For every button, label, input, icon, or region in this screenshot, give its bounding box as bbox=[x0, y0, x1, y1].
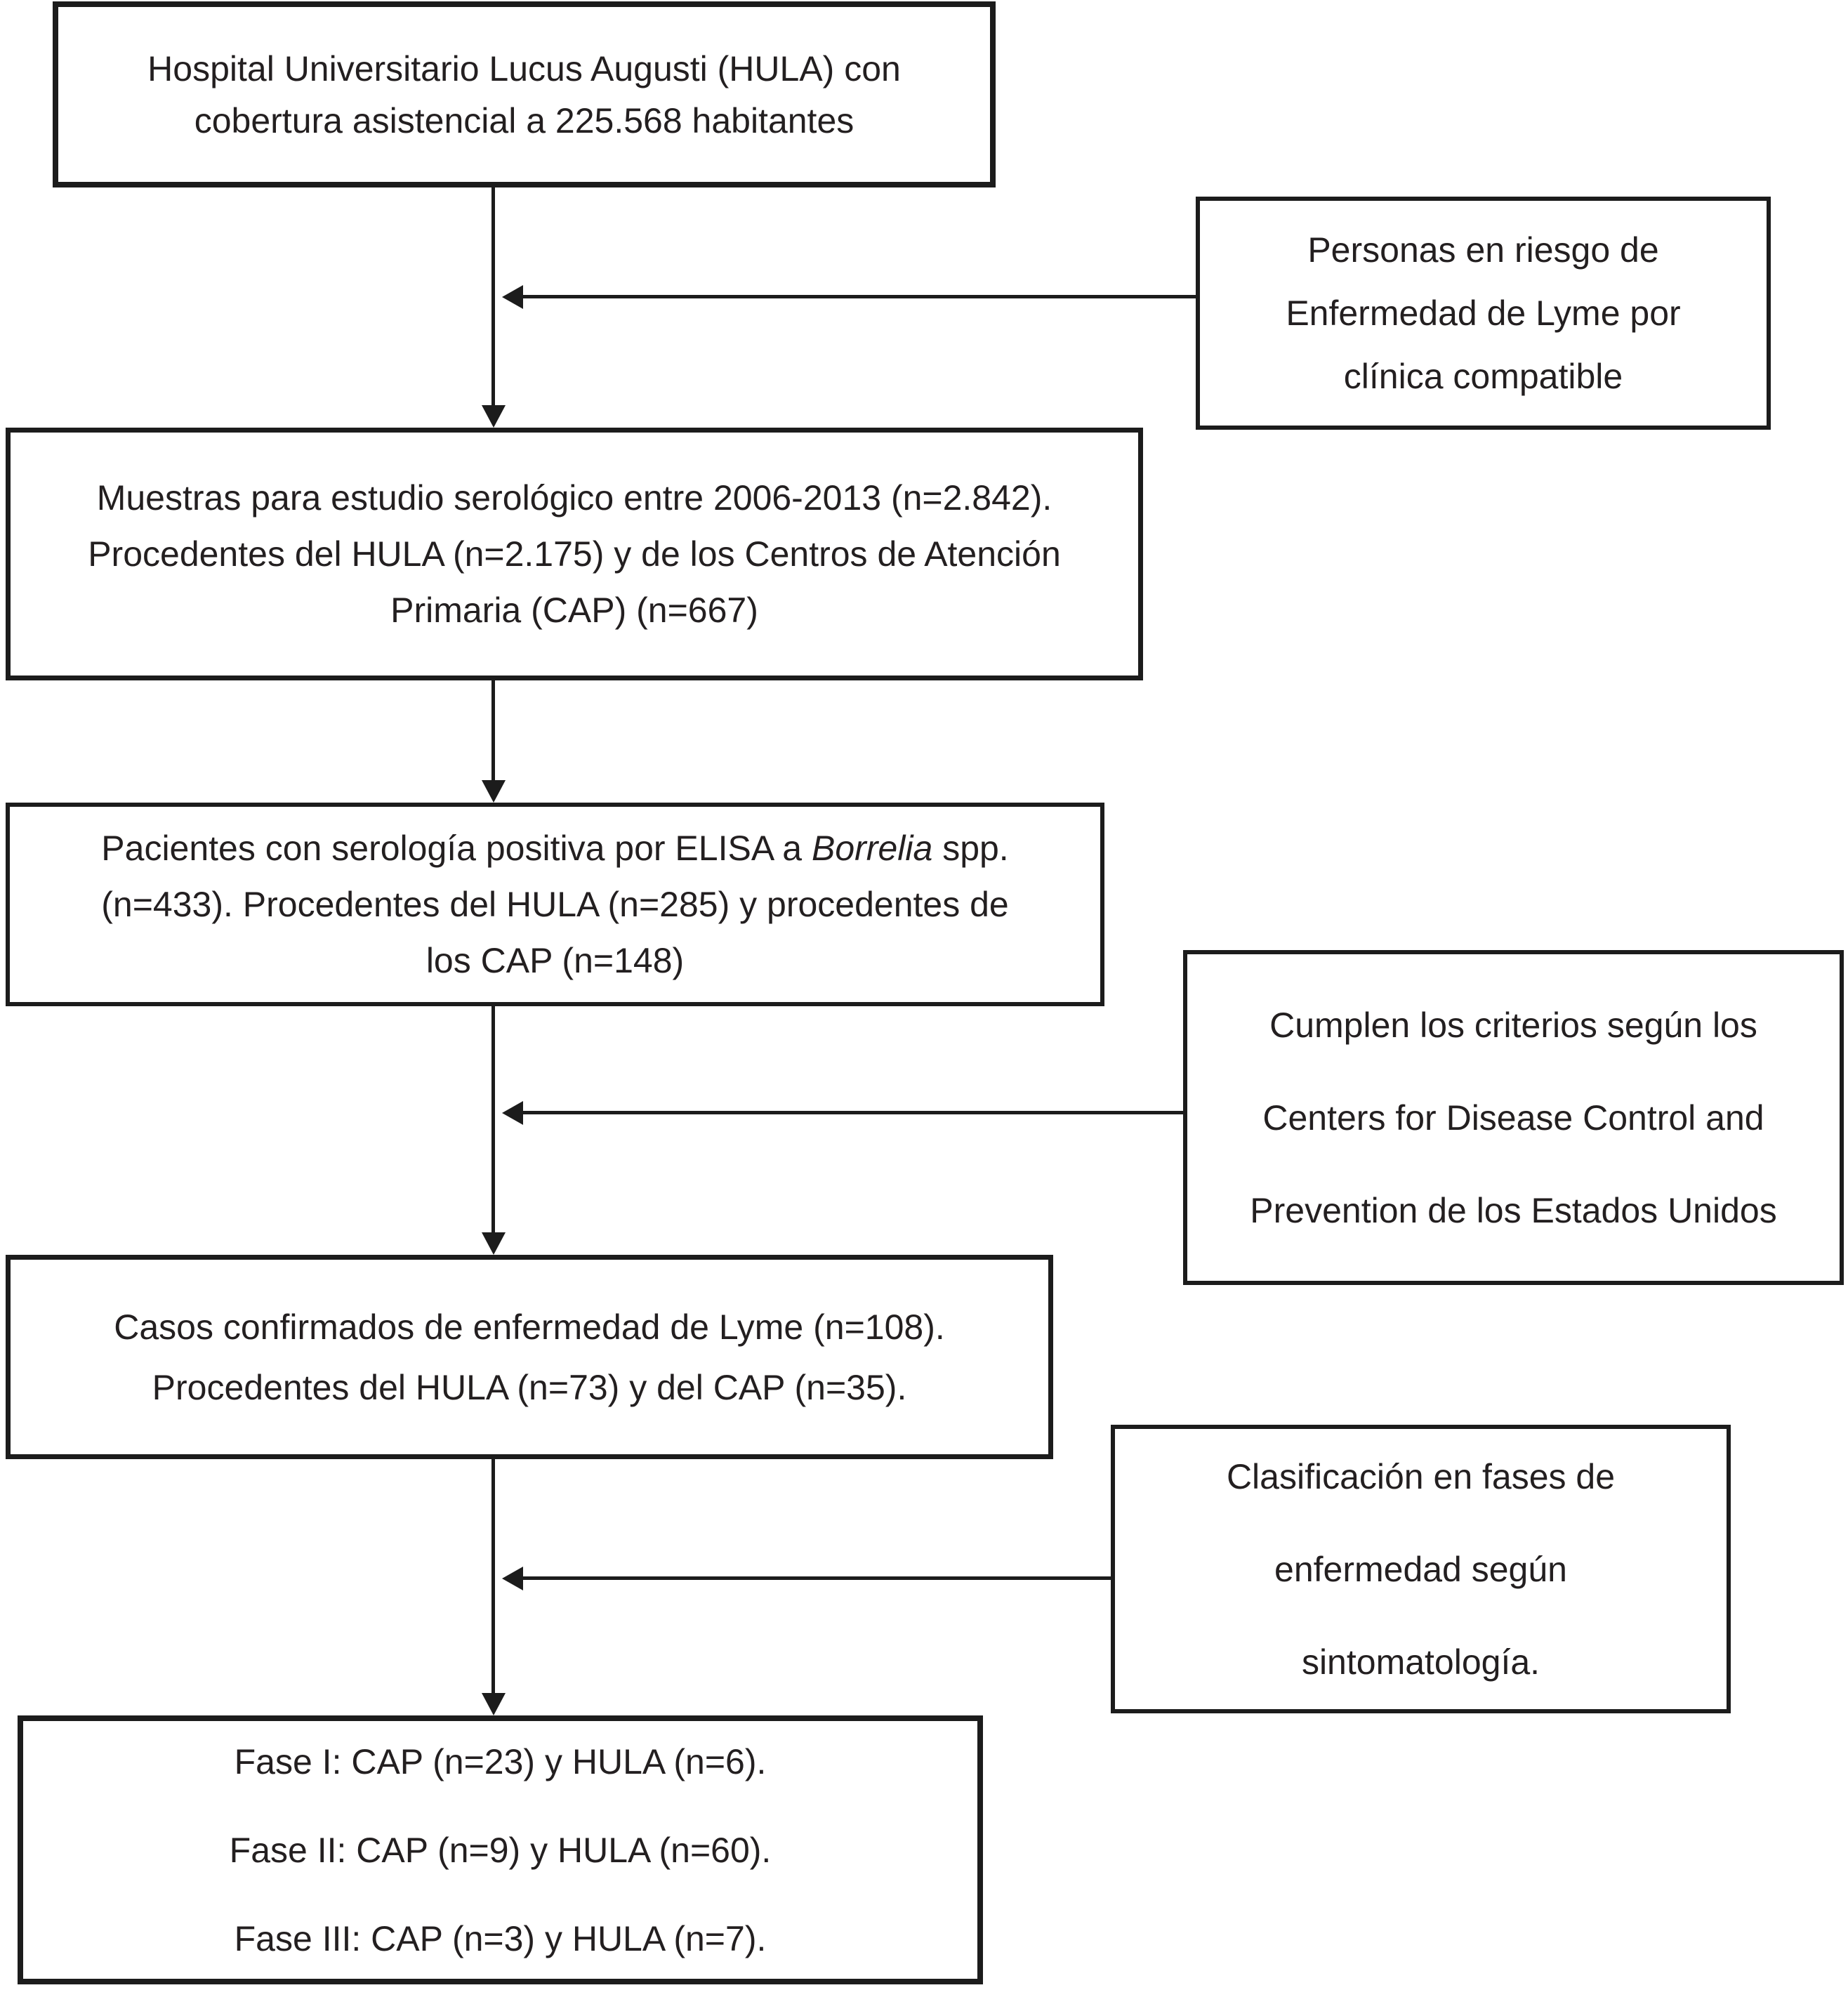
box-classification: Clasificación en fases de enfermedad seg… bbox=[1111, 1425, 1731, 1713]
box-persons-at-risk: Personas en riesgo de Enfermedad de Lyme… bbox=[1196, 197, 1771, 430]
arrow-down-1-shaft bbox=[491, 187, 495, 407]
box-classification-line: enfermedad según bbox=[1274, 1549, 1567, 1589]
box-elisa-positive-line: Pacientes con serología positiva por ELI… bbox=[101, 820, 1008, 876]
box-samples-line: Procedentes del HULA (n=2.175) y de los … bbox=[88, 534, 1061, 574]
box-phases-line: Fase II: CAP (n=9) y HULA (n=60). bbox=[229, 1830, 772, 1870]
box-confirmed-cases-line: Casos confirmados de enfermedad de Lyme … bbox=[114, 1307, 945, 1347]
box-persons-at-risk-line: clínica compatible bbox=[1343, 357, 1623, 396]
arrowhead-down-icon bbox=[482, 1232, 506, 1255]
box-confirmed-cases-line: Procedentes del HULA (n=73) y del CAP (n… bbox=[152, 1367, 907, 1407]
box-phases-line: Fase I: CAP (n=23) y HULA (n=6). bbox=[234, 1741, 767, 1781]
arrow-left-1-shaft bbox=[523, 295, 1196, 298]
borrelia-italic-text: Borrelia bbox=[812, 829, 933, 868]
arrow-down-2-shaft bbox=[491, 680, 495, 782]
arrow-down-4-shaft bbox=[491, 1459, 495, 1694]
arrow-down-3-shaft bbox=[491, 1006, 495, 1234]
box-samples-line: Primaria (CAP) (n=667) bbox=[390, 591, 758, 630]
box-hospital-line: cobertura asistencial a 225.568 habitant… bbox=[194, 100, 854, 140]
arrowhead-left-icon bbox=[502, 285, 523, 309]
box-persons-at-risk-line: Enfermedad de Lyme por bbox=[1286, 294, 1681, 333]
box-classification-line: sintomatología. bbox=[1301, 1642, 1540, 1682]
arrowhead-down-icon bbox=[482, 1693, 506, 1715]
box-samples-line: Muestras para estudio serológico entre 2… bbox=[96, 478, 1052, 518]
box-samples: Muestras para estudio serológico entre 2… bbox=[6, 428, 1143, 680]
arrow-left-2-shaft bbox=[523, 1111, 1183, 1114]
arrowhead-left-icon bbox=[502, 1567, 523, 1590]
box-cdc-criteria-line: Centers for Disease Control and bbox=[1262, 1098, 1764, 1138]
box-elisa-positive-line1-pre: Pacientes con serología positiva por ELI… bbox=[101, 829, 812, 868]
arrowhead-left-icon bbox=[502, 1101, 523, 1125]
box-confirmed-cases: Casos confirmados de enfermedad de Lyme … bbox=[6, 1255, 1053, 1459]
box-elisa-positive-line: los CAP (n=148) bbox=[425, 941, 685, 980]
box-hospital: Hospital Universitario Lucus Augusti (HU… bbox=[53, 1, 996, 187]
box-persons-at-risk-line: Personas en riesgo de bbox=[1307, 230, 1659, 270]
box-cdc-criteria-line: Cumplen los criterios según los bbox=[1269, 1005, 1757, 1045]
box-elisa-positive-line1-post: spp. bbox=[932, 829, 1009, 868]
box-phases-line: Fase III: CAP (n=3) y HULA (n=7). bbox=[234, 1918, 767, 1958]
arrow-left-3-shaft bbox=[523, 1576, 1111, 1580]
box-classification-line: Clasificación en fases de bbox=[1226, 1456, 1616, 1496]
box-elisa-positive: Pacientes con serología positiva por ELI… bbox=[6, 803, 1104, 1006]
box-elisa-positive-line: (n=433). Procedentes del HULA (n=285) y … bbox=[101, 885, 1009, 924]
box-phases: Fase I: CAP (n=23) y HULA (n=6). Fase II… bbox=[18, 1715, 983, 1984]
arrowhead-down-icon bbox=[482, 405, 506, 428]
box-cdc-criteria-line: Prevention de los Estados Unidos bbox=[1250, 1190, 1777, 1230]
arrowhead-down-icon bbox=[482, 780, 506, 803]
box-hospital-line: Hospital Universitario Lucus Augusti (HU… bbox=[147, 48, 901, 88]
box-cdc-criteria: Cumplen los criterios según los Centers … bbox=[1183, 950, 1844, 1285]
